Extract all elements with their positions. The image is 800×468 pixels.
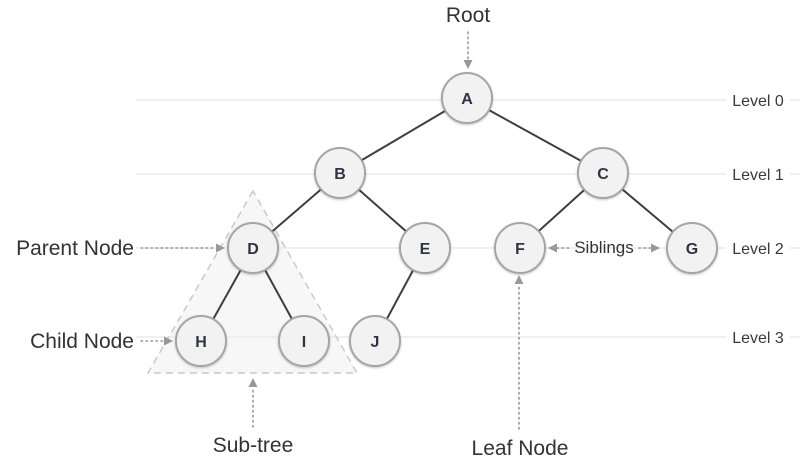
root-arrowhead-icon	[463, 60, 473, 69]
node-label-c: C	[597, 166, 609, 183]
siblings-left-arrowhead-icon	[548, 243, 557, 253]
leaf-node-arrowhead-icon	[514, 275, 524, 284]
tree-node-a	[441, 72, 493, 124]
siblings-label: Siblings	[574, 238, 634, 257]
level-label-bg-3	[726, 327, 790, 347]
child-node-arrowhead-icon	[164, 336, 173, 346]
level-label-bg-0	[726, 90, 790, 110]
node-label-j: J	[371, 334, 380, 351]
child-node-label: Child Node	[30, 330, 134, 353]
tree-node-i	[278, 315, 330, 367]
tree-node-j	[349, 315, 401, 367]
node-label-e: E	[420, 241, 431, 258]
node-label-g: G	[686, 241, 698, 258]
level-label-bg-1	[726, 164, 790, 184]
parent-node-arrowhead-icon	[216, 243, 225, 253]
level-label-0: Level 0	[732, 93, 784, 110]
node-label-a: A	[461, 91, 473, 108]
tree-node-e	[399, 222, 451, 274]
node-label-i: I	[302, 334, 306, 351]
leaf-node-label: Leaf Node	[472, 437, 569, 460]
root-label: Root	[446, 4, 491, 27]
subtree-label: Sub-tree	[213, 434, 294, 457]
tree-node-d	[227, 222, 279, 274]
level-label-3: Level 3	[732, 330, 784, 347]
tree-node-g	[666, 222, 718, 274]
siblings-right-arrowhead-icon	[651, 243, 660, 253]
level-label-2: Level 2	[732, 241, 784, 258]
parent-node-label: Parent Node	[16, 237, 134, 260]
level-label-1: Level 1	[732, 167, 784, 184]
subtree-arrowhead-icon	[248, 378, 258, 387]
tree-node-b	[314, 147, 366, 199]
node-label-b: B	[334, 166, 346, 183]
level-label-bg-2	[726, 238, 790, 258]
node-label-d: D	[247, 241, 259, 258]
node-label-f: F	[515, 241, 525, 258]
tree-node-c	[577, 147, 629, 199]
tree-node-h	[175, 315, 227, 367]
node-label-h: H	[195, 334, 207, 351]
tree-node-f	[494, 222, 546, 274]
